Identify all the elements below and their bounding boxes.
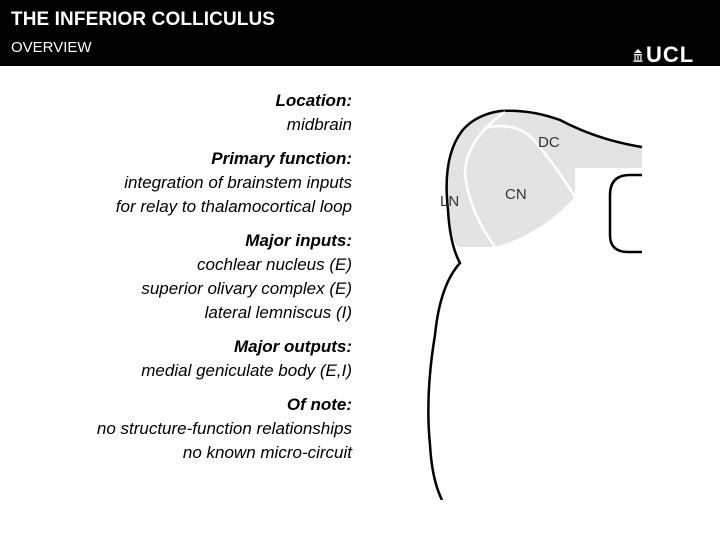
section-line: for relay to thalamocortical loop <box>115 197 352 216</box>
ucl-logo: UCL <box>633 44 694 66</box>
section-heading: Primary function: <box>211 149 352 168</box>
inferior-colliculus-diagram: DC CN LN <box>427 109 643 500</box>
cn-label: CN <box>505 186 527 203</box>
section-line: lateral lemniscus (I) <box>204 303 352 322</box>
section-location: Location: midbrain <box>97 89 353 137</box>
right-boundary-outline <box>608 173 642 254</box>
info-panel: Location: midbrain Primary function: int… <box>97 89 352 475</box>
section-line: midbrain <box>286 115 352 134</box>
section-heading: Major inputs: <box>245 231 352 250</box>
section-line: integration of brainstem inputs <box>124 173 352 192</box>
ln-cn-division <box>463 110 506 248</box>
section-major-outputs: Major outputs: medial geniculate body (E… <box>97 335 352 383</box>
page-title: THE INFERIOR COLLICULUS <box>11 9 276 30</box>
section-line: no structure-function relationships <box>96 419 352 438</box>
section-line: cochlear nucleus (E) <box>197 255 352 274</box>
section-heading: Of note: <box>286 395 352 414</box>
section-line: superior olivary complex (E) <box>141 279 352 298</box>
section-line: no known micro-circuit <box>182 443 352 462</box>
section-of-note: Of note: no structure-function relations… <box>97 393 352 465</box>
section-primary-function: Primary function: integration of brainst… <box>97 147 352 219</box>
dc-label: DC <box>538 134 560 151</box>
page-subtitle: OVERVIEW <box>11 39 92 56</box>
ic-outline <box>427 109 643 500</box>
section-heading: Location: <box>275 91 353 110</box>
section-heading: Major outputs: <box>233 337 352 356</box>
portico-icon <box>633 49 643 62</box>
ln-label: LN <box>440 193 459 210</box>
section-major-inputs: Major inputs: cochlear nucleus (E) super… <box>97 229 352 325</box>
section-line: medial geniculate body (E,I) <box>141 361 352 380</box>
header-bar: THE INFERIOR COLLICULUS OVERVIEW UCL <box>0 0 720 66</box>
logo-text: UCL <box>646 42 695 67</box>
shaded-region <box>446 110 642 247</box>
cn-dc-division <box>483 124 577 198</box>
